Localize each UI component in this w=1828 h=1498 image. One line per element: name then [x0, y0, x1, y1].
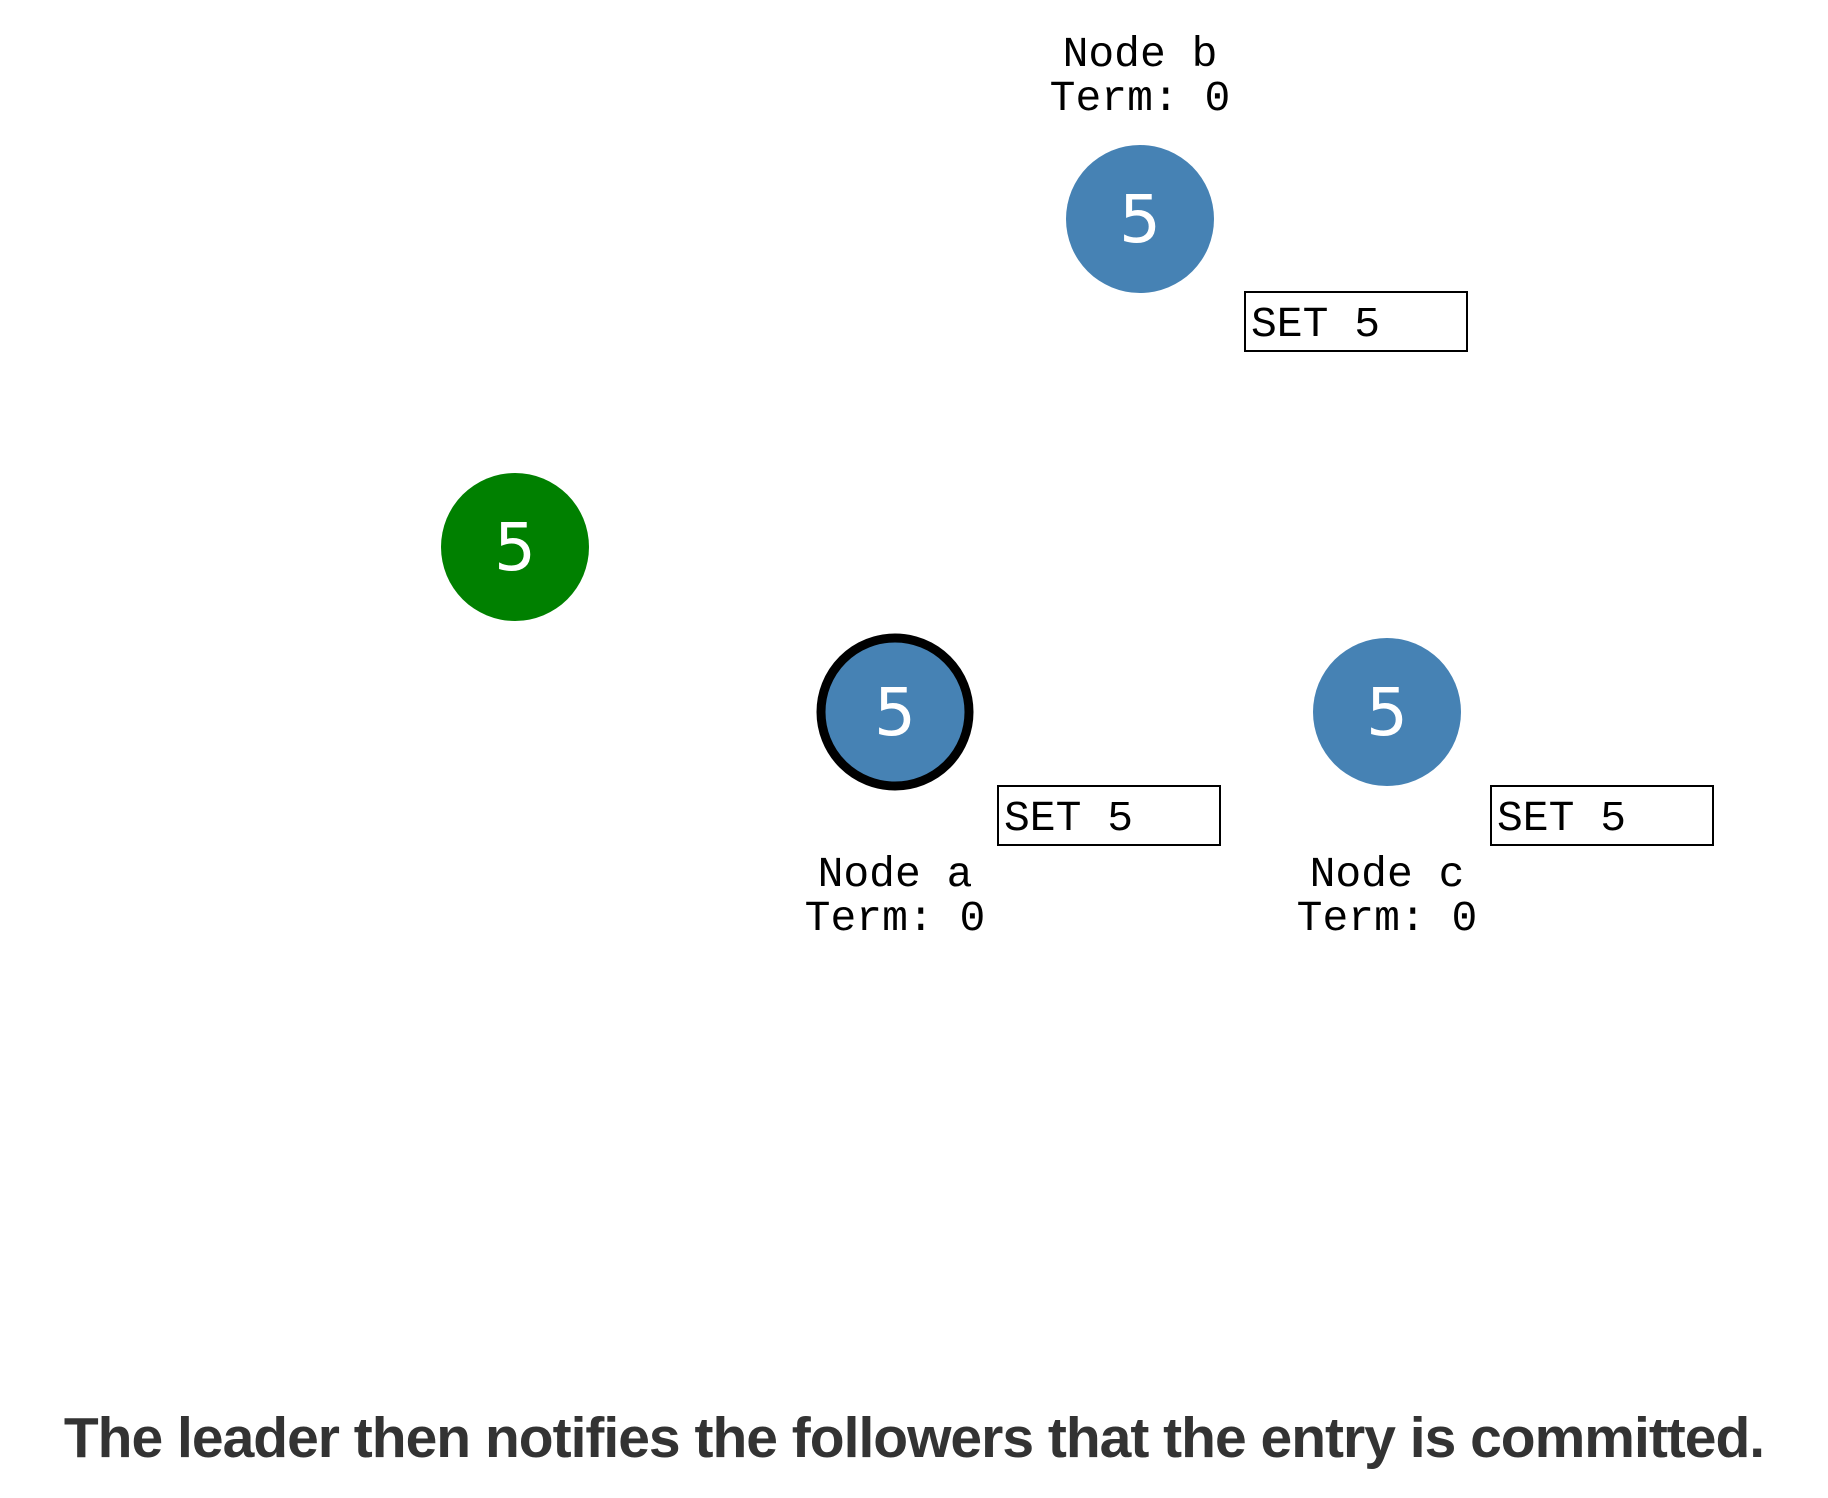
node-a-value: 5: [874, 674, 916, 751]
node-b-name: Node b: [1063, 30, 1218, 79]
client-circle: [441, 473, 589, 621]
node-c-circle: [1313, 638, 1461, 786]
node-b-log-text: SET 5: [1251, 300, 1380, 349]
node-c-log-text: SET 5: [1497, 794, 1626, 843]
node-a-term: Term: 0: [805, 894, 986, 943]
node-b-log-box: [1244, 291, 1468, 352]
node-b-term: Term: 0: [1050, 74, 1231, 123]
node-c: 5 SET 5 Node c Term: 0: [1297, 638, 1714, 943]
node-a: 5 SET 5 Node a Term: 0: [805, 633, 1221, 943]
node-a-name: Node a: [818, 850, 973, 899]
node-c-name: Node c: [1310, 850, 1465, 899]
node-c-log-entry: SET 5: [1490, 785, 1714, 846]
node-a-log-box: [997, 785, 1221, 846]
node-c-value: 5: [1366, 674, 1408, 751]
caption: The leader then notifies the followers t…: [63, 1406, 1765, 1470]
node-a-log-entry: SET 5: [997, 785, 1221, 846]
node-b-value: 5: [1119, 181, 1161, 258]
node-c-term: Term: 0: [1297, 894, 1478, 943]
node-b-log-entry: SET 5: [1244, 291, 1468, 352]
node-b-circle: [1066, 145, 1214, 293]
client-value: 5: [494, 509, 536, 586]
node-a-log-text: SET 5: [1004, 794, 1133, 843]
node-c-log-box: [1490, 785, 1714, 846]
node-b: Node b Term: 0 5 SET 5: [1050, 30, 1468, 352]
node-a-circle: [816, 633, 974, 791]
client: 5: [441, 473, 589, 621]
